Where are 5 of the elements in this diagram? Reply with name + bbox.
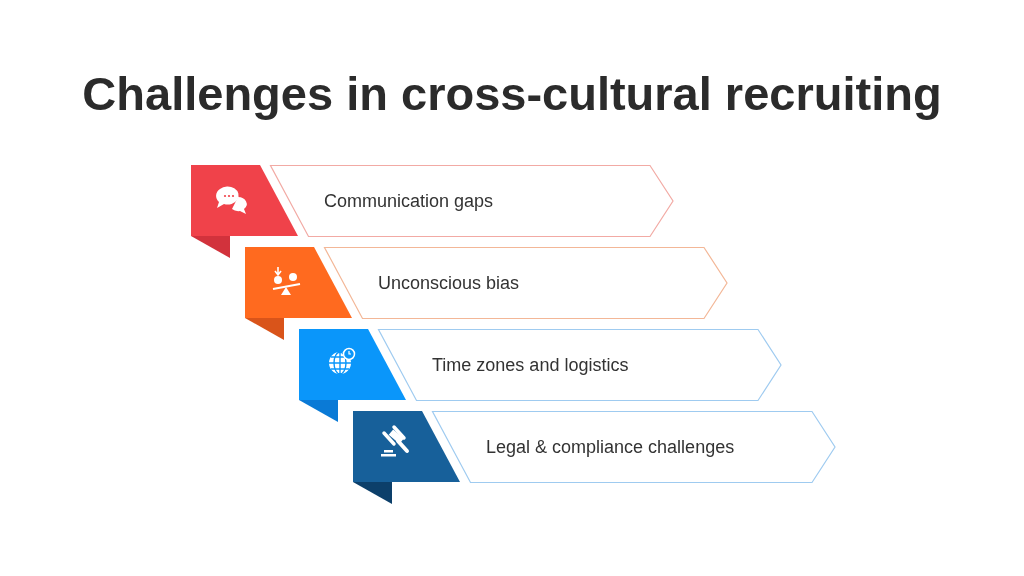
challenge-label: Unconscious bias: [378, 272, 520, 294]
challenge-label: Time zones and logistics: [432, 354, 629, 376]
title: Challenges in cross-cultural recruiting: [82, 66, 942, 121]
challenge-label: Communication gaps: [324, 190, 494, 212]
challenge-label: Legal & compliance challenges: [486, 436, 735, 458]
